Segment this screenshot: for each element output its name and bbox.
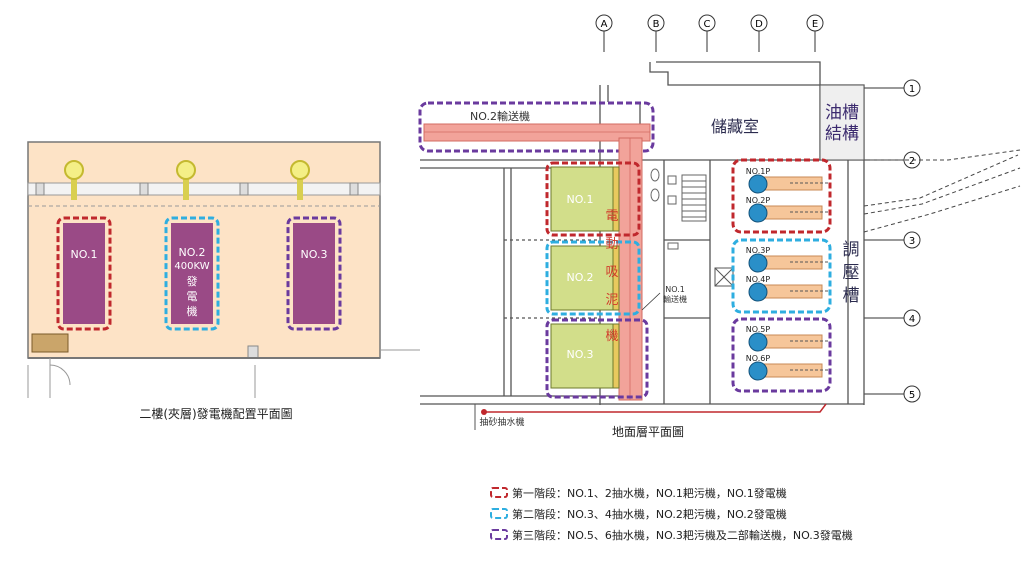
exhaust-fans (64, 160, 310, 200)
pump-label: NO.6P (746, 354, 771, 363)
conveyor-no2: NO.2輸送機 (418, 101, 655, 153)
suction-machine-label: 電 動 吸 泥 機 (605, 209, 618, 344)
mezzanine-plan-caption: 二樓(夾層)發電機配置平面圖 (139, 406, 292, 421)
beam-band (27, 182, 381, 196)
generator-no2-label: NO.2 (179, 246, 206, 259)
oil-tank-label: 油槽 (825, 103, 859, 123)
svg-text:機: 機 (605, 329, 618, 344)
generator-no2: NO.2 400KW 發 電 機 (164, 216, 220, 331)
axis-bubble-3: 3 (864, 231, 921, 249)
pump-label: NO.2P (746, 196, 771, 205)
axis-bubble-d: D (750, 14, 768, 52)
pump-3: NO.3P (746, 246, 830, 273)
legend-stage1: 第一階段：NO.1、2抽水機，NO.1耙污機，NO.1發電機 (490, 482, 1010, 503)
legend-stage3: 第三階段：NO.5、6抽水機，NO.3耙污機及二部輸送機，NO.3發電機 (490, 524, 1010, 545)
axis-bubble-5: 5 (864, 385, 921, 403)
legend-stage3-text: 第三階段：NO.5、6抽水機，NO.3耙污機及二部輸送機，NO.3發電機 (512, 528, 853, 542)
pumps: NO.1P NO.2P NO.3P NO.4P NO.5P NO.6P (746, 167, 830, 381)
pump-4: NO.4P (746, 275, 830, 302)
axis-rows: 1 2 3 4 5 (864, 79, 921, 403)
pump-label: NO.3P (746, 246, 771, 255)
axis-columns: A B C D E (595, 14, 824, 52)
exhaust-fan-1 (64, 160, 84, 200)
pump-group-stage3 (731, 317, 832, 393)
generator-no1: NO.1 (56, 216, 112, 331)
axis-bubble-e: E (806, 14, 824, 52)
conveyor-no1: NO.1 輸送機 (618, 137, 687, 401)
grit-unit-label: NO.1 (567, 193, 594, 206)
legend-swatch-stage3 (490, 529, 508, 540)
legend-swatch-stage1 (490, 487, 508, 498)
axis-bubble-c: C (698, 14, 716, 52)
stairs (681, 174, 707, 222)
mezzanine-generator-plan: NO.1 NO.2 400KW 發 電 機 NO.3 二樓(夾層)發電機配置平面… (27, 141, 420, 421)
pump-1: NO.1P (746, 167, 830, 194)
svg-text:動: 動 (605, 237, 618, 252)
svg-text:2: 2 (909, 156, 915, 167)
svg-text:1: 1 (909, 84, 915, 95)
stage-legend: 第一階段：NO.1、2抽水機，NO.1耙污機，NO.1發電機 第二階段：NO.3… (490, 482, 1010, 545)
oil-tank-label: 結構 (825, 124, 859, 144)
storage-room-label: 儲藏室 (711, 117, 759, 136)
regulating-tank-label: 調 (843, 240, 860, 260)
restroom-fixtures (650, 168, 679, 250)
shaft (714, 267, 734, 287)
svg-text:E: E (812, 19, 818, 30)
conveyor-no1-label: 輸送機 (663, 294, 687, 304)
generator-no2-char: 發 (187, 274, 198, 288)
svg-text:泥: 泥 (605, 293, 618, 308)
pump-group-stage1 (731, 158, 832, 234)
axis-bubble-b: B (647, 14, 665, 52)
regulating-tank-label: 壓 (843, 263, 860, 283)
conveyor-no1-label: NO.1 (665, 285, 685, 294)
conveyor-no2-label: NO.2輸送機 (470, 109, 530, 123)
pump-2: NO.2P (746, 196, 830, 223)
grit-unit-label: NO.3 (567, 348, 594, 361)
sump-pump-label: 抽砂抽水機 (479, 416, 524, 428)
svg-text:4: 4 (909, 314, 915, 325)
pump-5: NO.5P (746, 325, 830, 352)
stair-landing (31, 333, 69, 353)
svg-text:5: 5 (909, 390, 915, 401)
grit-unit-label: NO.2 (567, 271, 594, 284)
grit-unit-no2: NO.2 (545, 240, 641, 316)
pump-label: NO.1P (746, 167, 771, 176)
sump-pump-line: 抽砂抽水機 (474, 403, 827, 430)
svg-text:B: B (653, 19, 660, 30)
svg-text:3: 3 (909, 236, 915, 247)
ground-floor-plan: A B C D E 1 2 3 4 5 (418, 14, 1021, 439)
exhaust-fan-3 (290, 160, 310, 200)
outfall-pipes (863, 149, 1021, 233)
legend-stage1-text: 第一階段：NO.1、2抽水機，NO.1耙污機，NO.1發電機 (512, 486, 787, 500)
legend-stage2-text: 第二階段：NO.3、4抽水機，NO.2耙污機，NO.2發電機 (512, 507, 787, 521)
generator-no1-label: NO.1 (71, 248, 98, 261)
generator-no3: NO.3 (286, 216, 342, 331)
grit-unit-no1: NO.1 (545, 161, 641, 237)
svg-text:A: A (601, 19, 608, 30)
ground-plan-caption: 地面層平面圖 (612, 425, 684, 439)
generator-no2-char: 電 (187, 290, 198, 303)
pump-6: NO.6P (746, 354, 830, 381)
generator-no2-capacity: 400KW (174, 261, 209, 272)
svg-text:C: C (704, 19, 711, 30)
generator-no2-char: 機 (187, 304, 198, 318)
svg-text:吸: 吸 (605, 265, 618, 280)
regulating-tank-label: 槽 (843, 286, 860, 306)
legend-swatch-stage2 (490, 508, 508, 519)
legend-stage2: 第二階段：NO.3、4抽水機，NO.2耙污機，NO.2發電機 (490, 503, 1010, 524)
grit-unit-no3: NO.3 (545, 318, 649, 399)
axis-bubble-a: A (595, 14, 613, 52)
svg-text:D: D (755, 19, 763, 30)
pump-group-stage2 (731, 238, 832, 314)
pump-label: NO.4P (746, 275, 771, 284)
pump-label: NO.5P (746, 325, 771, 334)
oil-tank-room (819, 84, 865, 161)
exhaust-fan-2 (176, 160, 196, 200)
svg-text:電: 電 (605, 209, 618, 224)
generator-no3-label: NO.3 (301, 248, 328, 261)
axis-bubble-1: 1 (864, 79, 921, 97)
axis-bubble-4: 4 (864, 309, 921, 327)
